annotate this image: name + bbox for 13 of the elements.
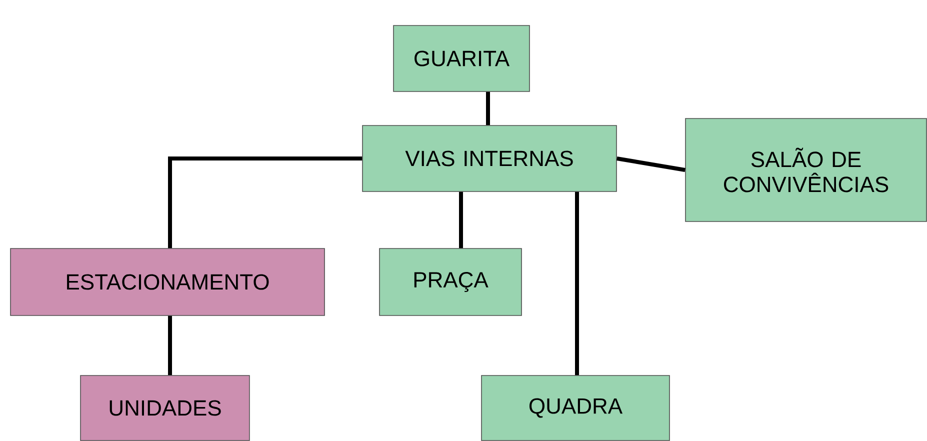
connector-line (486, 92, 490, 126)
connector-line (168, 316, 172, 376)
process-box: ESTACIONAMENTO (10, 248, 325, 316)
connector-line (575, 192, 579, 376)
connector-line (616, 156, 686, 172)
process-box: UNIDADES (80, 375, 250, 441)
connector-line (459, 192, 463, 248)
process-box: GUARITA (393, 25, 530, 92)
process-box: SALÃO DE CONVIVÊNCIAS (685, 118, 927, 222)
process-box: VIAS INTERNAS (362, 125, 617, 192)
process-box: PRAÇA (379, 248, 522, 316)
process-box: QUADRA (481, 375, 670, 441)
connector-line (168, 156, 362, 248)
